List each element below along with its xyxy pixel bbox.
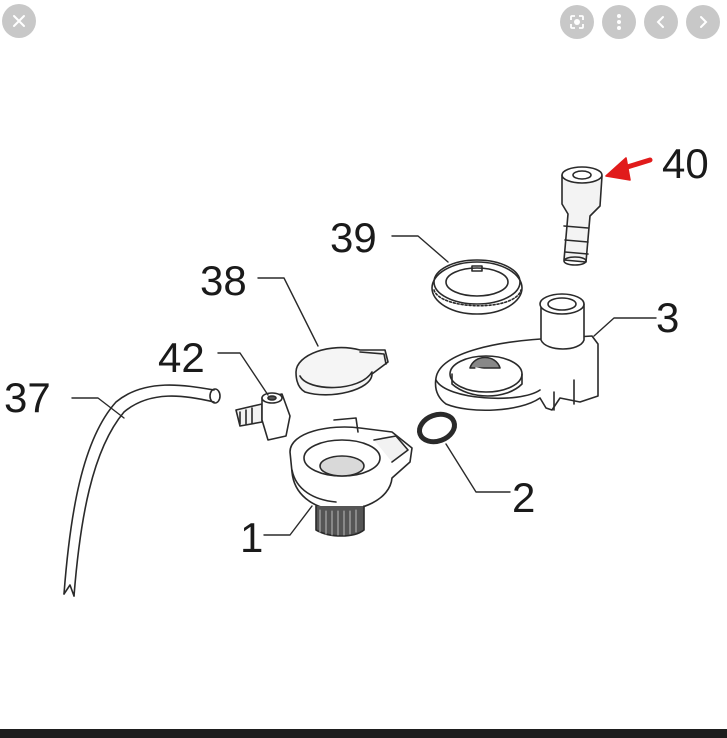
part-39-ring (431, 259, 523, 315)
lens-search-icon (570, 15, 584, 29)
part-3-housing (434, 293, 599, 411)
callout-1: 1 (240, 514, 263, 561)
part-2-oring (417, 411, 457, 445)
chevron-right-icon (700, 16, 708, 28)
callout-3: 3 (656, 294, 679, 341)
more-options-button[interactable] (602, 5, 636, 39)
part-1-cup (289, 417, 413, 537)
chevron-left-icon (656, 16, 664, 28)
callout-38: 38 (200, 257, 247, 304)
more-vertical-icon (617, 14, 621, 30)
previous-button[interactable] (644, 5, 678, 39)
callout-39: 39 (330, 214, 377, 261)
bottom-bar (0, 729, 727, 738)
close-icon (13, 15, 25, 27)
close-button[interactable] (2, 4, 36, 38)
callout-37: 37 (4, 374, 51, 421)
next-button[interactable] (686, 5, 720, 39)
callout-42: 42 (158, 334, 205, 381)
part-42-elbow (235, 392, 291, 441)
leader-lines (71, 235, 657, 536)
part-37-tube (63, 384, 221, 597)
part-38-cap (295, 346, 389, 396)
callout-2: 2 (512, 474, 535, 521)
lens-search-button[interactable] (560, 5, 594, 39)
callout-40: 40 (662, 140, 709, 187)
highlight-arrow (605, 157, 653, 181)
part-40-nozzle (561, 166, 603, 266)
